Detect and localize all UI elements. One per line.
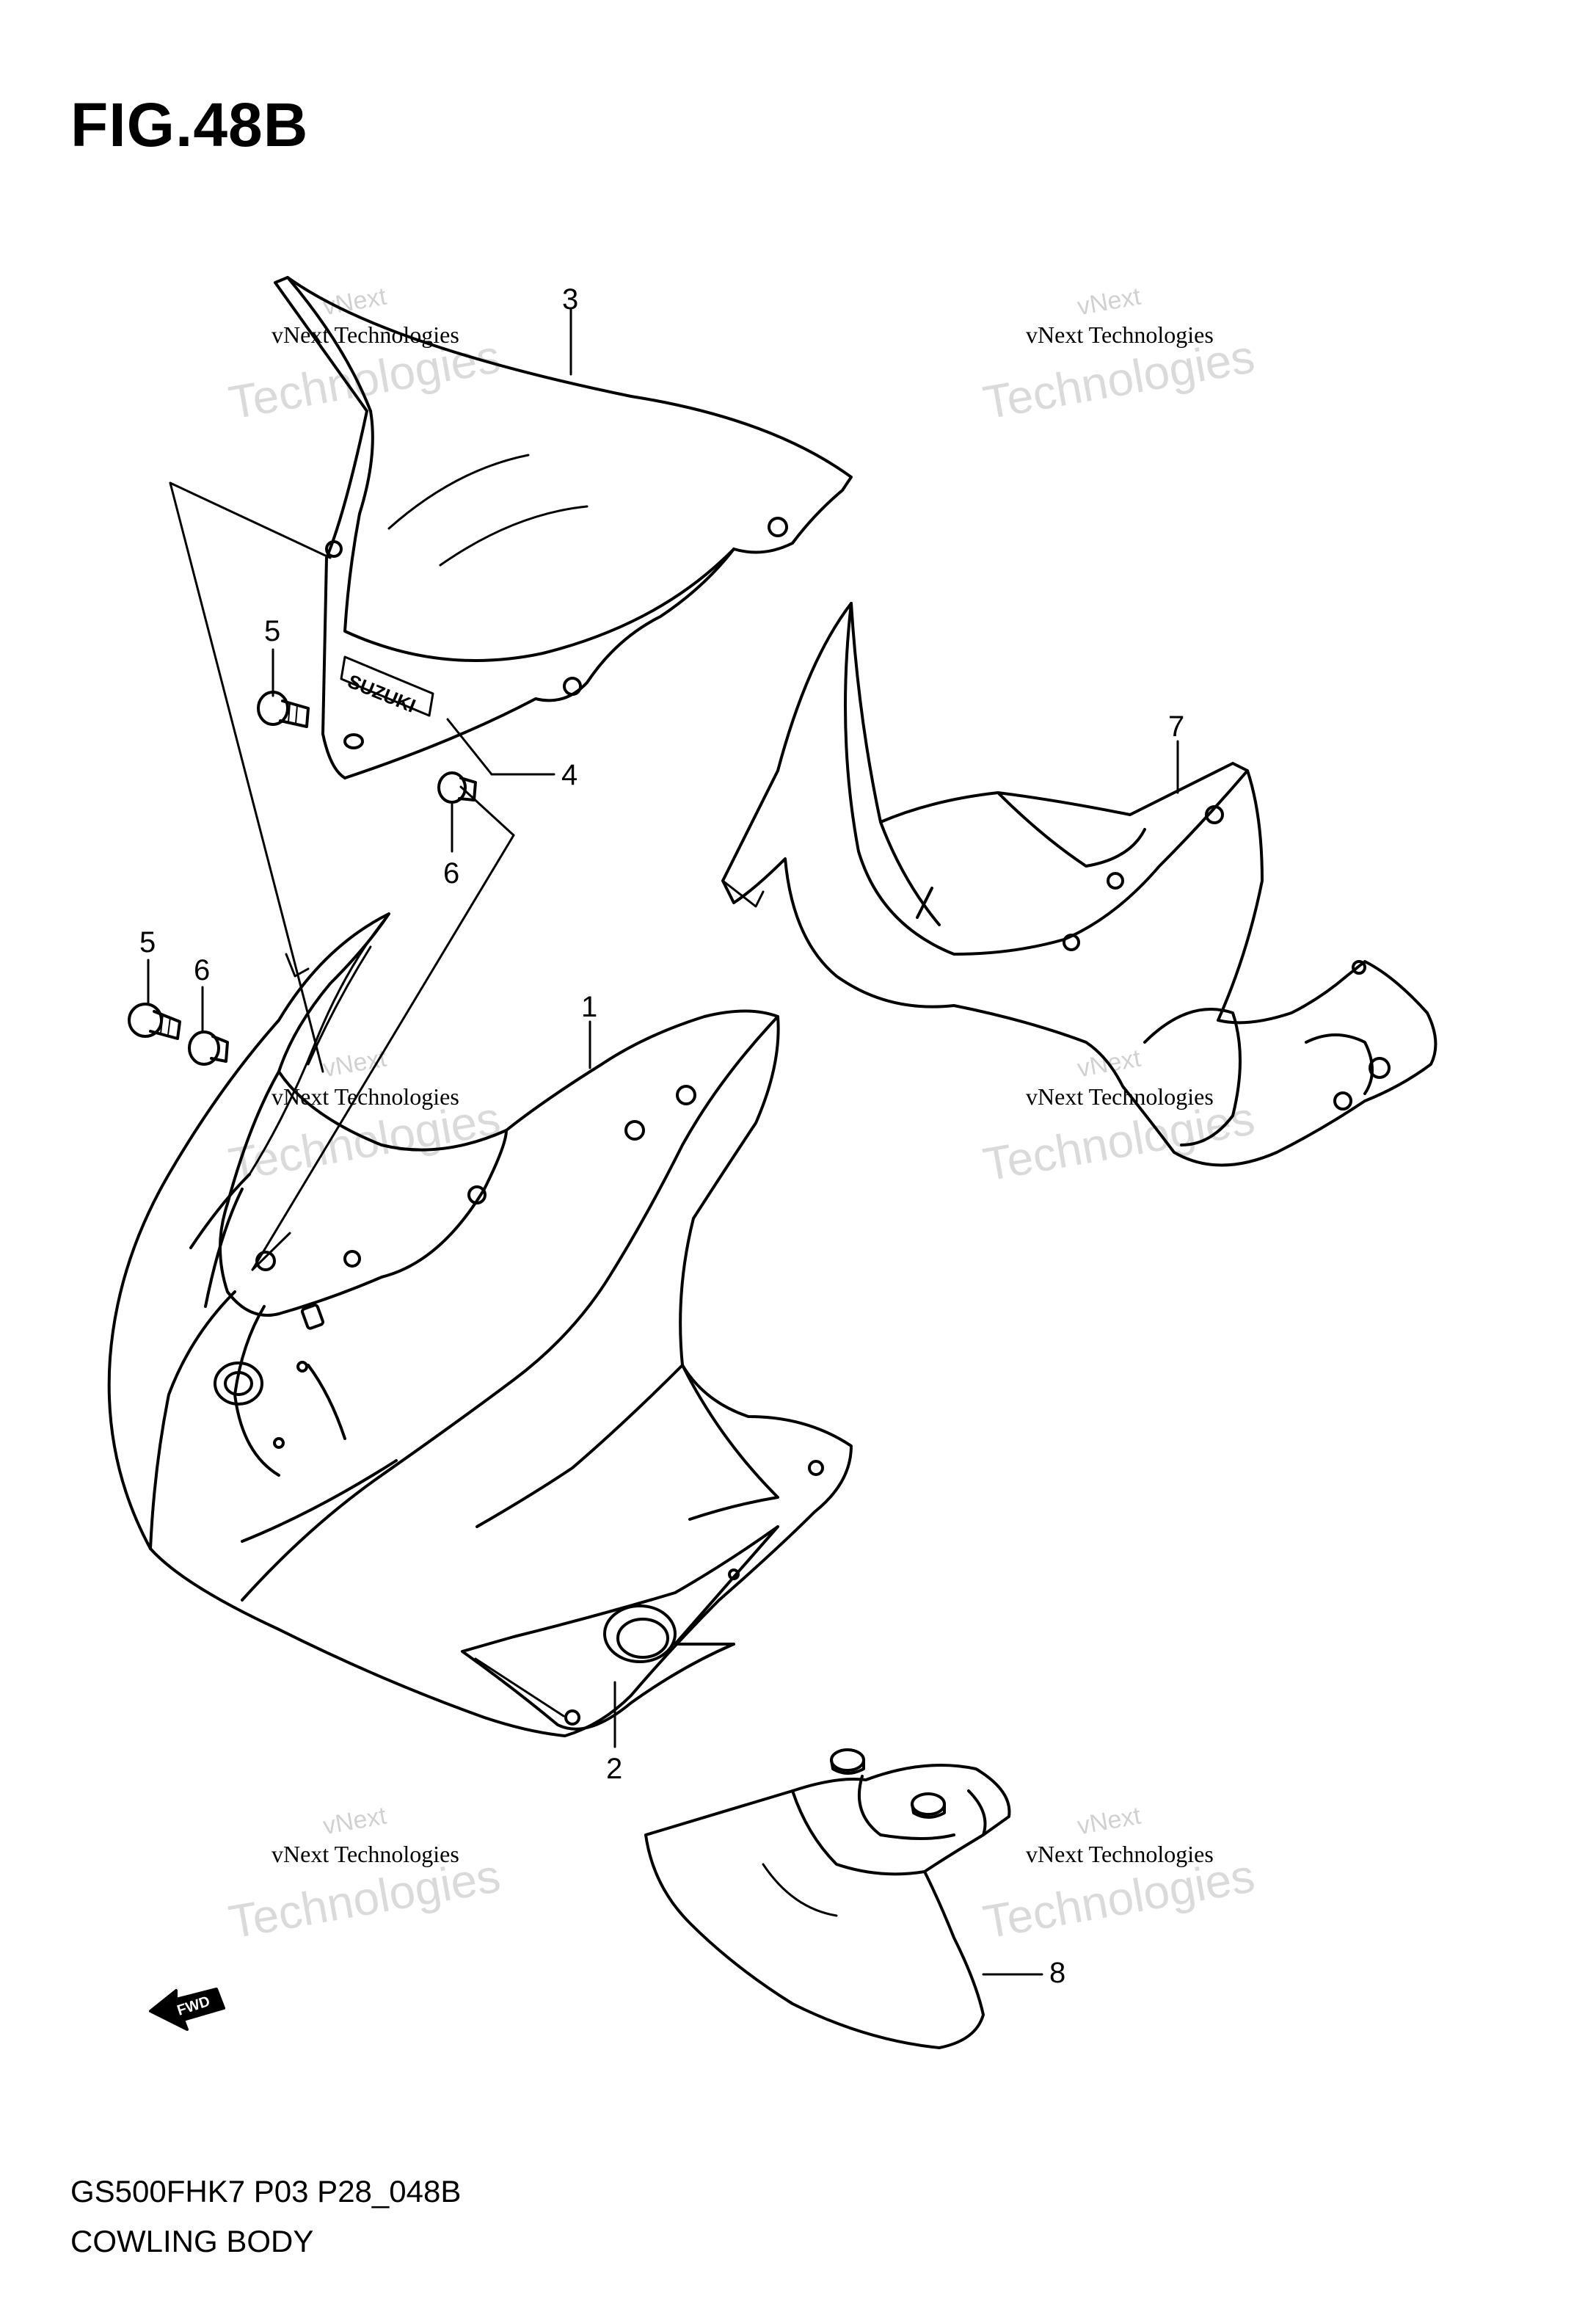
callout-6-top: 6 — [443, 857, 460, 890]
callout-5-left: 5 — [139, 926, 156, 959]
callout-4: 4 — [561, 759, 578, 791]
lower-decal-panel — [461, 1525, 779, 1731]
figure-title: FIG.48B — [70, 90, 309, 159]
main-cowling — [107, 912, 853, 1737]
grommet-top — [437, 771, 477, 804]
callout-7: 7 — [1168, 710, 1185, 743]
figure-caption: COWLING BODY — [70, 2224, 314, 2258]
callout-2: 2 — [606, 1753, 623, 1785]
fwd-arrow: FWD — [149, 1988, 225, 2031]
model-code: GS500FHK7 P03 P28_048B — [70, 2174, 462, 2209]
callout-3: 3 — [562, 283, 579, 316]
svg-text:SUZUKI: SUZUKI — [345, 670, 419, 717]
callout-1: 1 — [581, 991, 598, 1023]
inner-cowling-panel — [721, 602, 1438, 1167]
callout-5-top: 5 — [264, 615, 281, 647]
grommet-left — [188, 1030, 229, 1066]
screw-left — [128, 1003, 181, 1040]
callout-8: 8 — [1049, 1957, 1066, 1989]
callout-6-left: 6 — [194, 954, 211, 986]
under-cowl — [644, 1748, 1011, 2049]
leader-lines — [147, 307, 1179, 1976]
windscreen-logo: SUZUKI — [340, 655, 434, 717]
screw-top — [257, 691, 310, 728]
reference-lines — [169, 481, 515, 1271]
